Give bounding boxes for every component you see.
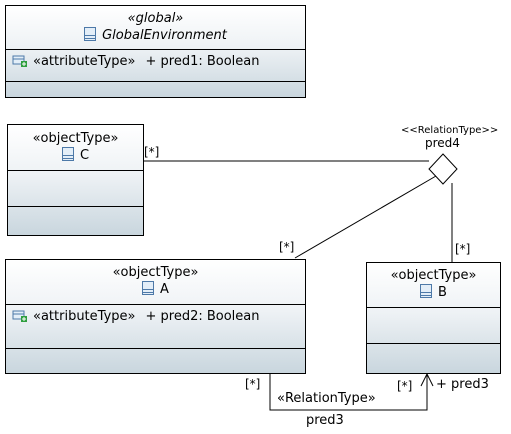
pred4-mult-a: [*] <box>279 240 295 254</box>
attribute-text: + pred2: Boolean <box>145 309 260 324</box>
attributes-section <box>8 171 143 207</box>
pred4-mult-b: [*] <box>455 242 471 256</box>
attribute-icon <box>12 310 27 322</box>
pred4-edge-a[interactable] <box>294 175 437 259</box>
attribute-stereotype: «attributeType» <box>33 54 136 69</box>
attribute-row[interactable]: «attributeType» + pred1: Boolean <box>12 54 260 69</box>
pred4-mult-c: [*] <box>144 145 160 159</box>
operations-section <box>6 349 305 373</box>
class-icon <box>420 284 433 298</box>
stereotype-label: «objectType» <box>32 131 119 146</box>
class-c[interactable]: «objectType» C <box>7 124 144 236</box>
class-name: B <box>438 285 447 300</box>
attribute-stereotype: «attributeType» <box>33 309 136 324</box>
stereotype-label: «objectType» <box>112 265 199 280</box>
class-icon <box>61 147 74 161</box>
class-a[interactable]: «objectType» A «attributeType» + pred2: … <box>5 259 306 374</box>
operations-section <box>8 207 143 235</box>
class-name-row: A <box>142 281 169 297</box>
operations-section <box>6 82 305 97</box>
operations-section <box>367 344 500 373</box>
class-name-row: C <box>61 147 90 163</box>
class-header: «objectType» A <box>6 260 305 305</box>
stereotype-label: «global» <box>127 11 184 26</box>
class-name: C <box>79 148 90 163</box>
pred3-arrowhead <box>420 372 434 387</box>
pred3-edge[interactable] <box>269 373 428 411</box>
class-icon <box>84 27 97 41</box>
class-b[interactable]: «objectType» B <box>366 262 501 374</box>
pred4-diamond[interactable] <box>428 153 458 185</box>
attributes-section <box>367 308 500 344</box>
pred3-role-b: + pred3 <box>436 377 489 392</box>
class-header: «objectType» B <box>367 263 500 308</box>
class-name: GlobalEnvironment <box>102 28 227 43</box>
class-name: A <box>160 282 169 297</box>
attribute-icon <box>12 55 27 67</box>
class-name-row: GlobalEnvironment <box>84 27 227 43</box>
class-name-row: B <box>420 284 447 300</box>
attributes-section: «attributeType» + pred1: Boolean <box>6 50 305 82</box>
pred3-stereotype-label: «RelationType» <box>276 391 377 406</box>
pred3-mult-b: [*] <box>397 379 413 393</box>
attribute-text: + pred1: Boolean <box>145 54 260 69</box>
attribute-row[interactable]: «attributeType» + pred2: Boolean <box>12 309 260 324</box>
stereotype-label: «objectType» <box>390 268 477 283</box>
class-global-environment[interactable]: «global» GlobalEnvironment «attributeTyp… <box>5 5 306 98</box>
pred4-name-label: pred4 <box>425 136 460 150</box>
class-header: «objectType» C <box>8 125 143 171</box>
class-icon <box>142 281 155 295</box>
pred3-name-label: pred3 <box>306 413 344 428</box>
class-header: «global» GlobalEnvironment <box>6 6 305 50</box>
pred3-mult-a: [*] <box>245 377 261 391</box>
attributes-section: «attributeType» + pred2: Boolean <box>6 305 305 349</box>
pred4-stereotype-label: <<RelationType>> <box>401 125 499 136</box>
